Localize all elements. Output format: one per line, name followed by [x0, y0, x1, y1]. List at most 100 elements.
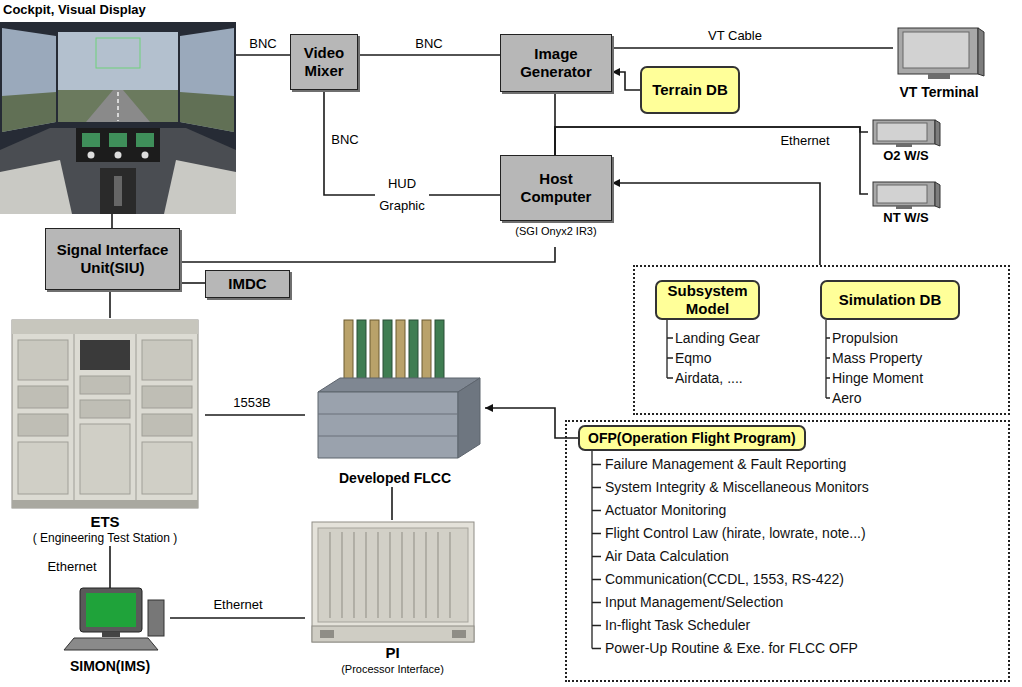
cockpit-photo — [58, 90, 178, 122]
cockpit-photo — [180, 92, 234, 132]
cockpit-photo — [0, 22, 236, 214]
connector-line — [180, 247, 555, 262]
node-label: Signal Interface Unit(SIU) — [50, 241, 175, 277]
cockpit-photo — [100, 168, 136, 214]
cockpit-photo — [117, 92, 119, 121]
flcc-photo — [318, 320, 480, 458]
cockpit-photo — [142, 152, 149, 159]
signal-label: BNC — [329, 132, 360, 148]
cockpit-photo — [136, 133, 154, 147]
test-station-photo — [142, 442, 192, 494]
cockpit-photo — [86, 90, 150, 122]
edge-label: Ethernet — [45, 559, 98, 575]
test-station-photo — [136, 334, 137, 506]
connector-line — [391, 487, 393, 520]
group-frame: OFP(Operation Flight Program)Failure Man… — [565, 420, 1010, 682]
list-item: Mass Property — [820, 348, 922, 368]
terminal-icon-drawing — [935, 120, 940, 146]
cockpit-photo — [2, 28, 56, 132]
processor-interface-photo — [452, 630, 466, 638]
connector-line — [180, 282, 205, 284]
node-label: Image Generator — [505, 45, 607, 81]
node-label: OFP(Operation Flight Program) — [588, 430, 796, 447]
database-list: Simulation DBPropulsionMass PropertyHing… — [820, 280, 970, 410]
node-label: Host Computer — [505, 170, 607, 206]
edge-label: VT Cable — [706, 28, 764, 44]
equipment-photo: Developed FLCC — [305, 315, 485, 487]
cockpit-photo — [58, 32, 178, 122]
edge-label: Ethernet — [778, 133, 831, 149]
connector-line — [555, 127, 868, 155]
tree-lines — [667, 320, 673, 378]
terminal-icon-drawing — [928, 74, 950, 79]
list-item: Power-Up Routine & Exe. for FLCC OFP — [578, 637, 858, 660]
cockpit-photo — [0, 22, 236, 214]
database-box: Terrain DB — [640, 66, 740, 114]
computer-box: Host Computer (SGI Onyx2 IR3) — [500, 155, 612, 247]
connector-line — [109, 290, 111, 318]
test-station-photo — [18, 442, 68, 494]
list-item: Flight Control Law (hirate, lowrate, not… — [578, 522, 866, 545]
group-frame: Subsystem ModelLanding GearEqmoAirdata, … — [633, 265, 1010, 415]
test-station-photo — [80, 376, 130, 394]
node-label: Cockpit, Visual Display — [3, 2, 146, 18]
connector-line — [236, 54, 290, 56]
tree-lines — [826, 320, 830, 398]
terminal-icon-drawing — [896, 144, 912, 147]
flcc-photo — [344, 320, 353, 382]
cockpit-photo — [88, 152, 95, 159]
node-label: O2 W/S — [883, 148, 929, 164]
connector-line — [612, 72, 640, 90]
cockpit-photo — [180, 28, 234, 132]
connector-line — [485, 408, 578, 438]
workstation-icon — [102, 632, 120, 637]
terminal-icon-drawing — [873, 182, 935, 206]
cockpit-photo — [82, 133, 100, 147]
list-item: Hinge Moment — [820, 368, 923, 388]
process-box: IMDC — [205, 270, 290, 298]
node-label: Subsystem Model — [661, 282, 754, 318]
terminal-icon-drawing — [873, 120, 935, 144]
process-box: Image Generator — [500, 34, 612, 92]
test-station-photo — [142, 340, 192, 380]
connectors — [110, 48, 893, 618]
terminal-icon-drawing — [935, 182, 940, 208]
flcc-photo — [318, 414, 458, 415]
terminal-icon-drawing — [896, 206, 912, 209]
test-station-photo — [12, 320, 198, 508]
program-list: OFP(Operation Flight Program)Failure Man… — [578, 425, 998, 665]
test-station-photo — [18, 386, 68, 408]
node-label: PI — [385, 644, 399, 662]
terminal-icon-drawing — [877, 123, 927, 141]
equipment-photo: ETS( Engineering Test Station ) — [5, 318, 205, 546]
process-box: Video Mixer — [290, 34, 358, 90]
processor-interface-photo — [320, 630, 334, 638]
node-label: NT W/S — [883, 210, 929, 226]
equipment-photo: SIMON(IMS) — [50, 588, 170, 675]
test-station-photo — [80, 424, 130, 494]
workstation-icon: O2 W/S — [868, 119, 944, 164]
caption-text: (SGI Onyx2 IR3) — [515, 224, 596, 238]
edge-label: HUD Graphic — [375, 173, 429, 217]
test-station-photo — [18, 340, 68, 380]
connector-line — [170, 617, 305, 619]
equipment-photo: PI(Processor Interface) — [305, 520, 480, 676]
list-item: Input Management/Selection — [578, 591, 783, 614]
test-station-photo — [142, 414, 192, 436]
workstation-icon: NT W/S — [868, 181, 944, 226]
terminal-icon-drawing — [877, 185, 927, 203]
node-label: VT Terminal — [899, 84, 978, 101]
workstation-icon — [64, 588, 164, 650]
list-item: System Integrity & Miscellaneous Monitor… — [578, 476, 869, 499]
list-item: Eqmo — [655, 348, 712, 368]
cockpit-photo — [0, 160, 72, 214]
connector-line — [205, 414, 305, 416]
node-label: Terrain DB — [652, 81, 728, 99]
model-list: Subsystem ModelLanding GearEqmoAirdata, … — [655, 280, 765, 402]
cockpit-photo — [0, 128, 236, 214]
flcc-photo — [396, 320, 405, 382]
node-label: Simulation DB — [839, 291, 942, 309]
terminal-icon-drawing — [898, 28, 978, 74]
connector-line — [109, 546, 111, 588]
